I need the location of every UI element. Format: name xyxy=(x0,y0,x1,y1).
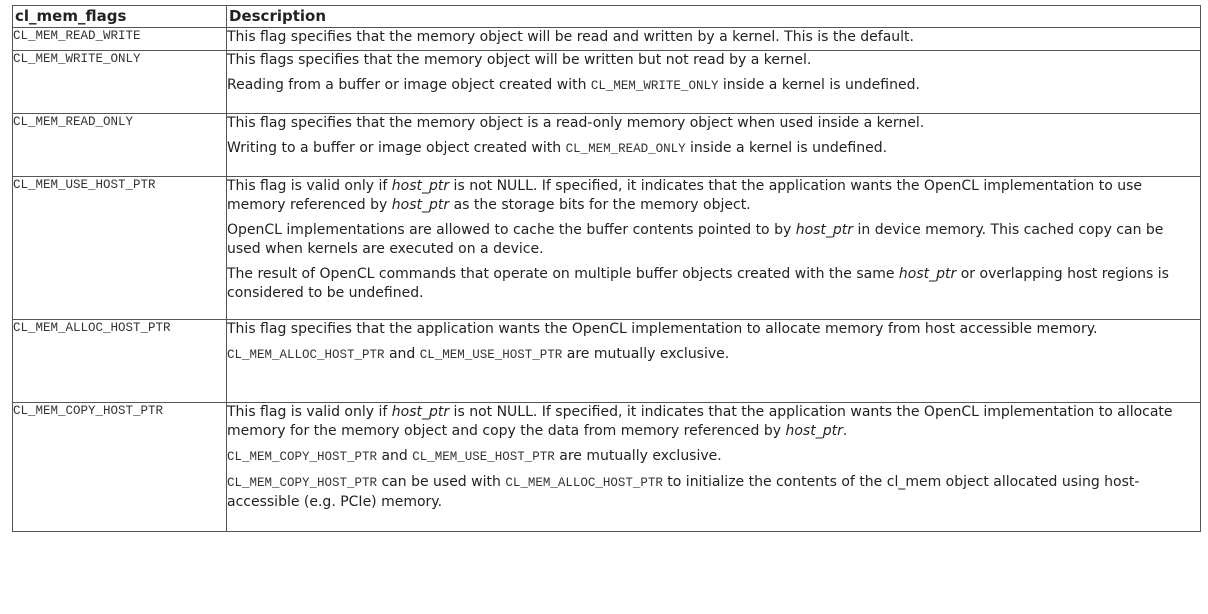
inline-code: CL_MEM_USE_HOST_PTR xyxy=(419,348,563,362)
text-span: Reading from a buffer or image object cr… xyxy=(227,77,591,93)
description-paragraph: OpenCL implementations are allowed to ca… xyxy=(227,221,1200,259)
inline-code: CL_MEM_WRITE_ONLY xyxy=(590,79,719,93)
description-paragraph: This flag specifies that the application… xyxy=(227,321,1098,337)
description-cell: This flag is valid only if host_ptr is n… xyxy=(226,176,1201,320)
description-cell: This flag specifies that the application… xyxy=(226,319,1201,403)
text-span: can be used with xyxy=(377,474,506,490)
text-span: is not NULL. If specified, it indicates … xyxy=(227,404,1173,439)
description-paragraph: This flags specifies that the memory obj… xyxy=(227,52,812,68)
text-span: inside a kernel is undefined. xyxy=(685,140,888,156)
inline-code: CL_MEM_USE_HOST_PTR xyxy=(412,450,555,464)
description-paragraph: The result of OpenCL commands that opera… xyxy=(227,265,1200,303)
text-span: . xyxy=(842,423,848,439)
description-paragraph: This flag is valid only if host_ptr is n… xyxy=(227,177,1200,215)
description-paragraph: CL_MEM_COPY_HOST_PTR can be used with CL… xyxy=(227,473,1200,512)
text-span: and xyxy=(384,346,420,362)
text-span: and xyxy=(377,448,413,464)
flag-cell: CL_MEM_READ_ONLY xyxy=(12,113,227,177)
description-paragraph: Reading from a buffer or image object cr… xyxy=(227,76,1200,96)
header-description: Description xyxy=(226,5,1201,28)
inline-code: CL_MEM_COPY_HOST_PTR xyxy=(227,450,378,464)
description-cell: This flag specifies that the memory obje… xyxy=(226,113,1201,177)
text-span: in device memory. This cached copy can b… xyxy=(227,222,1164,257)
inline-code: CL_MEM_READ_ONLY xyxy=(565,142,686,156)
description-cell: This flags specifies that the memory obj… xyxy=(226,50,1201,114)
text-span: to initialize the contents of the cl_mem… xyxy=(227,474,1140,510)
table-row: CL_MEM_READ_WRITE This flag specifies th… xyxy=(12,27,1201,51)
emphasis-text: host_ptr xyxy=(785,423,843,439)
text-span: or overlapping host regions is considere… xyxy=(227,266,1169,301)
description-paragraph: Writing to a buffer or image object crea… xyxy=(227,139,1200,159)
text-span: inside a kernel is undefined. xyxy=(718,77,920,93)
text-span: Writing to a buffer or image object crea… xyxy=(227,140,566,156)
flag-cell: CL_MEM_READ_WRITE xyxy=(12,27,227,51)
text-span: This flag is valid only if xyxy=(227,404,392,420)
description-paragraph: This flag specifies that the memory obje… xyxy=(227,115,925,131)
description-paragraph: CL_MEM_ALLOC_HOST_PTR and CL_MEM_USE_HOS… xyxy=(227,345,1200,365)
inline-code: CL_MEM_ALLOC_HOST_PTR xyxy=(227,348,385,362)
table-row: CL_MEM_USE_HOST_PTR This flag is valid o… xyxy=(12,176,1201,320)
table-row: CL_MEM_READ_ONLY This flag specifies tha… xyxy=(12,113,1201,177)
description-paragraph: This flag is valid only if host_ptr is n… xyxy=(227,403,1200,441)
description-cell: This flag specifies that the memory obje… xyxy=(226,27,1201,51)
emphasis-text: host_ptr xyxy=(795,222,854,238)
description-paragraph: This flag specifies that the memory obje… xyxy=(227,29,914,45)
cl-mem-flags-table: cl_mem_flags Description CL_MEM_READ_WRI… xyxy=(12,5,1201,532)
description-cell: This flag is valid only if host_ptr is n… xyxy=(226,402,1201,532)
text-span: as the storage bits for the memory objec… xyxy=(449,197,751,213)
text-span: are mutually exclusive. xyxy=(554,448,722,464)
text-span: This flag is valid only if xyxy=(227,178,392,194)
header-flags: cl_mem_flags xyxy=(12,5,227,28)
text-span: is not NULL. If specified, it indicates … xyxy=(227,178,1143,213)
table-row: CL_MEM_COPY_HOST_PTR This flag is valid … xyxy=(12,402,1201,532)
flag-cell: CL_MEM_WRITE_ONLY xyxy=(12,50,227,114)
emphasis-text: host_ptr xyxy=(898,266,957,282)
emphasis-text: host_ptr xyxy=(391,178,450,194)
text-span: OpenCL implementations are allowed to ca… xyxy=(227,222,796,238)
flag-cell: CL_MEM_COPY_HOST_PTR xyxy=(12,402,227,532)
text-span: The result of OpenCL commands that opera… xyxy=(227,266,899,282)
table-row: CL_MEM_WRITE_ONLY This flags specifies t… xyxy=(12,50,1201,114)
flag-cell: CL_MEM_ALLOC_HOST_PTR xyxy=(12,319,227,403)
text-span: are mutually exclusive. xyxy=(562,346,730,362)
table-row: CL_MEM_ALLOC_HOST_PTR This flag specifie… xyxy=(12,319,1201,403)
inline-code: CL_MEM_COPY_HOST_PTR xyxy=(227,476,378,490)
inline-code: CL_MEM_ALLOC_HOST_PTR xyxy=(505,476,663,490)
flag-cell: CL_MEM_USE_HOST_PTR xyxy=(12,176,227,320)
emphasis-text: host_ptr xyxy=(391,197,450,213)
emphasis-text: host_ptr xyxy=(391,404,450,420)
header-row: cl_mem_flags Description xyxy=(12,5,1201,28)
description-paragraph: CL_MEM_COPY_HOST_PTR and CL_MEM_USE_HOST… xyxy=(227,447,1200,467)
